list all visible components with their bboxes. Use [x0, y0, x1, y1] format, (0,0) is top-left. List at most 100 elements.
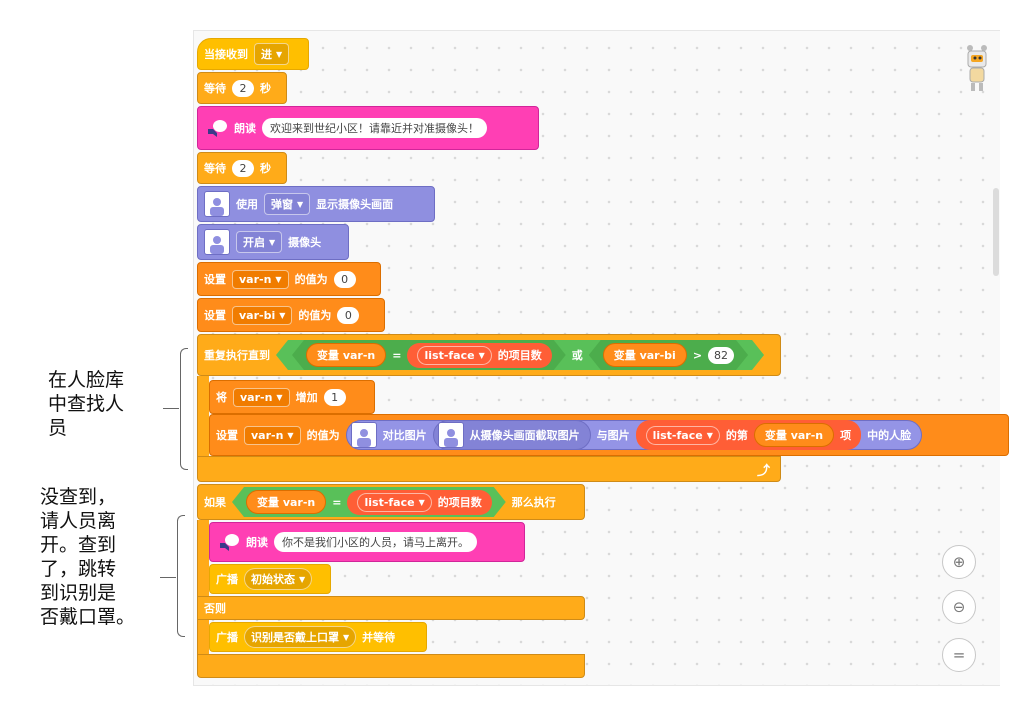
block-label: 广播: [216, 573, 238, 586]
chevron-down-icon: ▼: [276, 392, 283, 402]
variable-reporter[interactable]: 变量 var-n: [753, 423, 835, 447]
camera-person-icon: [204, 229, 230, 255]
chevron-down-icon: ▼: [418, 497, 425, 507]
value-input[interactable]: 0: [337, 306, 360, 324]
note-line: 否戴口罩。: [40, 607, 136, 628]
or-operator[interactable]: 变量 var-n = list-face▼ 的项目数 或 变量 var-bi >…: [276, 340, 764, 370]
dropdown-value: 弹窗: [271, 198, 293, 211]
operator-symbol: =: [332, 495, 342, 509]
message-dropdown[interactable]: 初始状态▼: [244, 568, 313, 590]
reporter-label: 变量: [257, 496, 279, 509]
change-variable-block[interactable]: 将 var-n▼ 增加 1: [209, 380, 375, 414]
robot-sprite-icon[interactable]: [962, 42, 992, 94]
variable-dropdown[interactable]: var-n▼: [244, 425, 301, 445]
dropdown-value: var-bi: [239, 308, 276, 322]
block-label: 当接收到: [204, 48, 248, 61]
brace-1: [180, 348, 188, 470]
video-display-block[interactable]: 使用 弹窗▼ 显示摄像头画面: [197, 186, 435, 222]
note-line: 没查到，: [40, 487, 117, 508]
speak-text-input[interactable]: 欢迎来到世纪小区！请靠近并对准摄像头！: [262, 118, 487, 138]
note-line: 请人员离: [40, 511, 117, 532]
if-else-block[interactable]: 如果 变量 var-n = list-face▼ 的项目数 那么执行: [197, 484, 585, 520]
seconds-input[interactable]: 2: [232, 159, 254, 177]
capture-image-reporter[interactable]: 从摄像头画面截取图片: [432, 420, 591, 450]
value-input[interactable]: 1: [323, 388, 346, 406]
operator-symbol: >: [692, 348, 703, 362]
speak-block[interactable]: 朗读 你不是我们小区的人员，请马上离开。: [209, 522, 525, 562]
list-length-reporter[interactable]: list-face▼ 的项目数: [347, 490, 491, 515]
message-dropdown[interactable]: 识别是否戴上口罩▼: [244, 626, 357, 648]
broadcast-wait-block[interactable]: 广播 识别是否戴上口罩▼ 并等待: [209, 622, 427, 652]
when-receive-block[interactable]: 当接收到 进▼: [197, 38, 309, 70]
dropdown-value: list-face: [364, 495, 415, 509]
popup-dropdown[interactable]: 弹窗 ▼: [264, 193, 311, 215]
reporter-label: 变量: [317, 349, 339, 362]
dropdown-value: var-n: [239, 272, 272, 286]
list-dropdown[interactable]: list-face▼: [417, 346, 491, 365]
variable-reporter[interactable]: 变量 var-n: [246, 490, 326, 514]
wait-block[interactable]: 等待 2 秒: [197, 152, 287, 184]
value-input[interactable]: 82: [708, 347, 734, 364]
block-label: 的值为: [294, 273, 328, 286]
chevron-down-icon: ▼: [297, 199, 304, 209]
chevron-down-icon: ▼: [269, 237, 276, 247]
block-unit: 秒: [260, 82, 271, 95]
speak-text-input[interactable]: 你不是我们小区的人员，请马上离开。: [274, 532, 477, 552]
set-variable-block[interactable]: 设置 var-bi▼ 的值为 0: [197, 298, 385, 332]
zoom-out-button[interactable]: ⊖: [942, 590, 976, 624]
repeat-arm: [197, 376, 209, 456]
repeat-until-block[interactable]: 重复执行直到 变量 var-n = list-face▼ 的项目数 或 变量 v…: [197, 334, 781, 376]
list-item-reporter[interactable]: list-face▼ 的第 变量 var-n 项: [635, 420, 862, 450]
broadcast-block[interactable]: 广播 初始状态▼: [209, 564, 331, 594]
dropdown-value: var-n: [251, 428, 284, 442]
reporter-label: 项: [840, 429, 852, 442]
dropdown-value: list-face: [424, 348, 475, 362]
set-variable-block[interactable]: 设置 var-n▼ 的值为 0: [197, 262, 381, 296]
reporter-label: 的项目数: [497, 349, 542, 362]
variable-reporter[interactable]: 变量 var-bi: [603, 343, 687, 367]
list-dropdown[interactable]: list-face▼: [645, 425, 720, 445]
chevron-down-icon: ▼: [299, 574, 306, 584]
variable-name: var-n: [282, 496, 316, 509]
equals-operator[interactable]: 变量 var-n = list-face▼ 的项目数: [232, 487, 506, 517]
value-input[interactable]: 0: [333, 270, 356, 288]
variable-name: var-n: [342, 349, 376, 362]
note-line: 了，跳转: [40, 559, 117, 580]
camera-person-icon: [350, 422, 377, 448]
variable-dropdown[interactable]: var-n▼: [232, 269, 289, 289]
block-label: 设置: [204, 273, 226, 286]
variable-name: var-bi: [639, 349, 676, 362]
equals-operator[interactable]: 变量 var-n = list-face▼ 的项目数: [292, 340, 566, 370]
set-compare-block[interactable]: 设置 var-n▼ 的值为 对比图片 从摄像头画面截取图片 与图片 list-f…: [209, 414, 1009, 456]
note-search-face: 在人脸库 中查找人 员: [48, 369, 124, 441]
block-label: 重复执行直到: [204, 349, 270, 362]
compare-image-reporter[interactable]: 对比图片 从摄像头画面截取图片 与图片 list-face▼ 的第 变量 var…: [345, 420, 923, 450]
list-dropdown[interactable]: list-face▼: [357, 493, 431, 512]
wait-block[interactable]: 等待 2 秒: [197, 72, 287, 104]
variable-reporter[interactable]: 变量 var-n: [306, 343, 386, 367]
vertical-scrollbar[interactable]: [993, 188, 999, 276]
note-line: 在人脸库: [48, 370, 125, 391]
reporter-label: 变量: [764, 429, 787, 442]
seconds-input[interactable]: 2: [232, 79, 254, 97]
greater-operator[interactable]: 变量 var-bi > 82: [589, 340, 748, 370]
list-length-reporter[interactable]: list-face▼ 的项目数: [407, 343, 551, 368]
variable-dropdown[interactable]: var-bi▼: [232, 305, 293, 325]
block-label: 朗读: [246, 536, 268, 549]
camera-toggle-block[interactable]: 开启▼ 摄像头: [197, 224, 349, 260]
zoom-in-button[interactable]: ⊕: [942, 545, 976, 579]
loop-arrow-icon: ⤴: [756, 463, 770, 479]
block-label: 的值为: [306, 429, 340, 442]
message-dropdown[interactable]: 进▼: [254, 43, 290, 65]
else-arm: [197, 620, 209, 656]
variable-name: var-n: [790, 429, 824, 442]
speak-block[interactable]: 朗读 欢迎来到世纪小区！请靠近并对准摄像头！: [197, 106, 539, 150]
block-label: 的值为: [298, 309, 332, 322]
block-label: 增加: [295, 391, 318, 404]
note-line: 开。查到: [40, 535, 117, 556]
variable-dropdown[interactable]: var-n▼: [233, 387, 290, 407]
camera-state-dropdown[interactable]: 开启▼: [236, 231, 283, 253]
zoom-reset-button[interactable]: =: [942, 638, 976, 672]
reporter-label: 的第: [725, 429, 748, 442]
repeat-end: ⤴: [197, 456, 781, 482]
